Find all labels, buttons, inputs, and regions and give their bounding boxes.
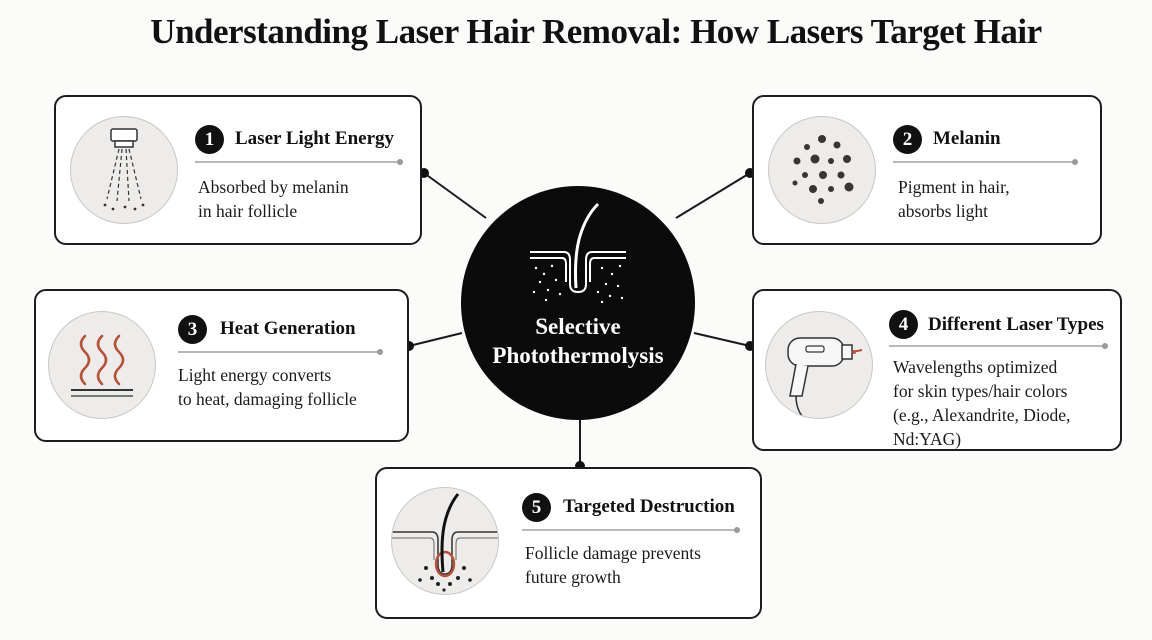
step-number-2: 2 [893, 125, 922, 154]
node-desc-4: Wavelengths optimized for skin types/hai… [893, 355, 1070, 451]
laser-device-icon [765, 311, 873, 419]
divider-3 [178, 349, 383, 355]
node-desc-5: Follicle damage prevents future growth [525, 541, 701, 589]
node-desc-5-line1: Follicle damage prevents [525, 543, 701, 563]
node-title-4: Different Laser Types [928, 314, 1104, 335]
node-desc-4-line1: Wavelengths optimized [893, 357, 1058, 377]
divider-1 [195, 159, 403, 165]
center-node [461, 186, 695, 420]
heat-waves-icon [48, 311, 156, 419]
center-label-line1: Selective [535, 314, 621, 339]
node-desc-3-line1: Light energy converts [178, 365, 332, 385]
node-desc-3: Light energy converts to heat, damaging … [178, 363, 357, 411]
node-desc-4-line3: (e.g., Alexandrite, Diode, [893, 405, 1071, 425]
center-label-line2: Photothermolysis [492, 343, 664, 368]
step-number-5: 5 [522, 493, 551, 522]
center-label: Selective Photothermolysis [461, 312, 695, 370]
connector-2 [675, 172, 751, 219]
connector-4 [693, 332, 751, 347]
node-desc-5-line2: future growth [525, 567, 621, 587]
node-desc-1-line1: Absorbed by melanin [198, 177, 349, 197]
node-desc-3-line2: to heat, damaging follicle [178, 389, 357, 409]
divider-2 [893, 159, 1078, 165]
hair-follicle-icon [530, 202, 626, 304]
connector-1 [423, 172, 487, 219]
page-title: Understanding Laser Hair Removal: How La… [150, 12, 1042, 51]
node-desc-4-line4: Nd:YAG) [893, 429, 962, 449]
node-title-5: Targeted Destruction [563, 496, 735, 517]
damaged-follicle-icon [391, 487, 499, 595]
node-desc-2-line2: absorbs light [898, 201, 988, 221]
step-number-1: 1 [195, 125, 224, 154]
node-desc-2: Pigment in hair, absorbs light [898, 175, 1010, 223]
node-desc-1-line2: in hair follicle [198, 201, 298, 221]
step-number-4: 4 [889, 310, 918, 339]
connector-3 [408, 332, 463, 347]
divider-4 [889, 343, 1108, 349]
node-title-1: Laser Light Energy [235, 128, 395, 149]
step-number-3: 3 [178, 315, 207, 344]
melanin-dots-icon [768, 116, 876, 224]
node-title-3: Heat Generation [220, 318, 356, 339]
divider-5 [522, 527, 740, 533]
node-desc-2-line1: Pigment in hair, [898, 177, 1010, 197]
laser-beam-icon [70, 116, 178, 224]
node-desc-4-line2: for skin types/hair colors [893, 381, 1068, 401]
node-title-2: Melanin [933, 128, 1001, 149]
node-desc-1: Absorbed by melanin in hair follicle [198, 175, 349, 223]
